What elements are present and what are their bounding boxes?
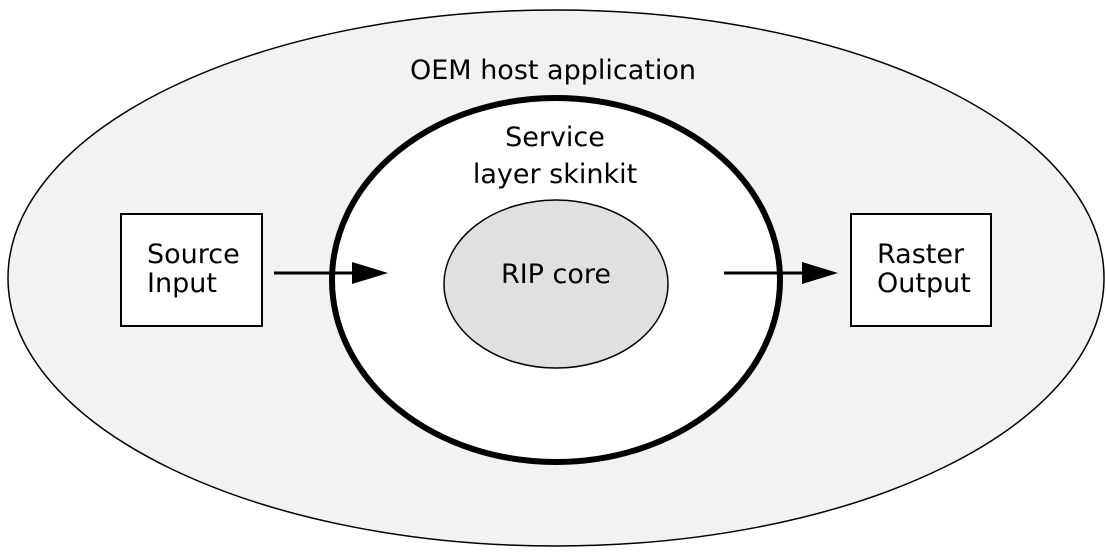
source-input-label-line1: Source [147,239,240,270]
source-input-box [120,213,263,327]
raster-output-box [850,213,992,327]
raster-output-label-line1: Raster [877,239,965,270]
rip-core-label: RIP core [501,259,611,290]
input-arrow [274,262,388,284]
service-layer-label-line1: Service [505,122,605,153]
raster-output-label-line2: Output [877,268,971,299]
output-arrow [724,262,838,284]
oem-host-application-label: OEM host application [410,55,696,86]
rip-core-ellipse [443,199,669,369]
source-input-label-line2: Input [147,268,217,299]
service-layer-label-line2: layer skinkit [473,159,637,190]
